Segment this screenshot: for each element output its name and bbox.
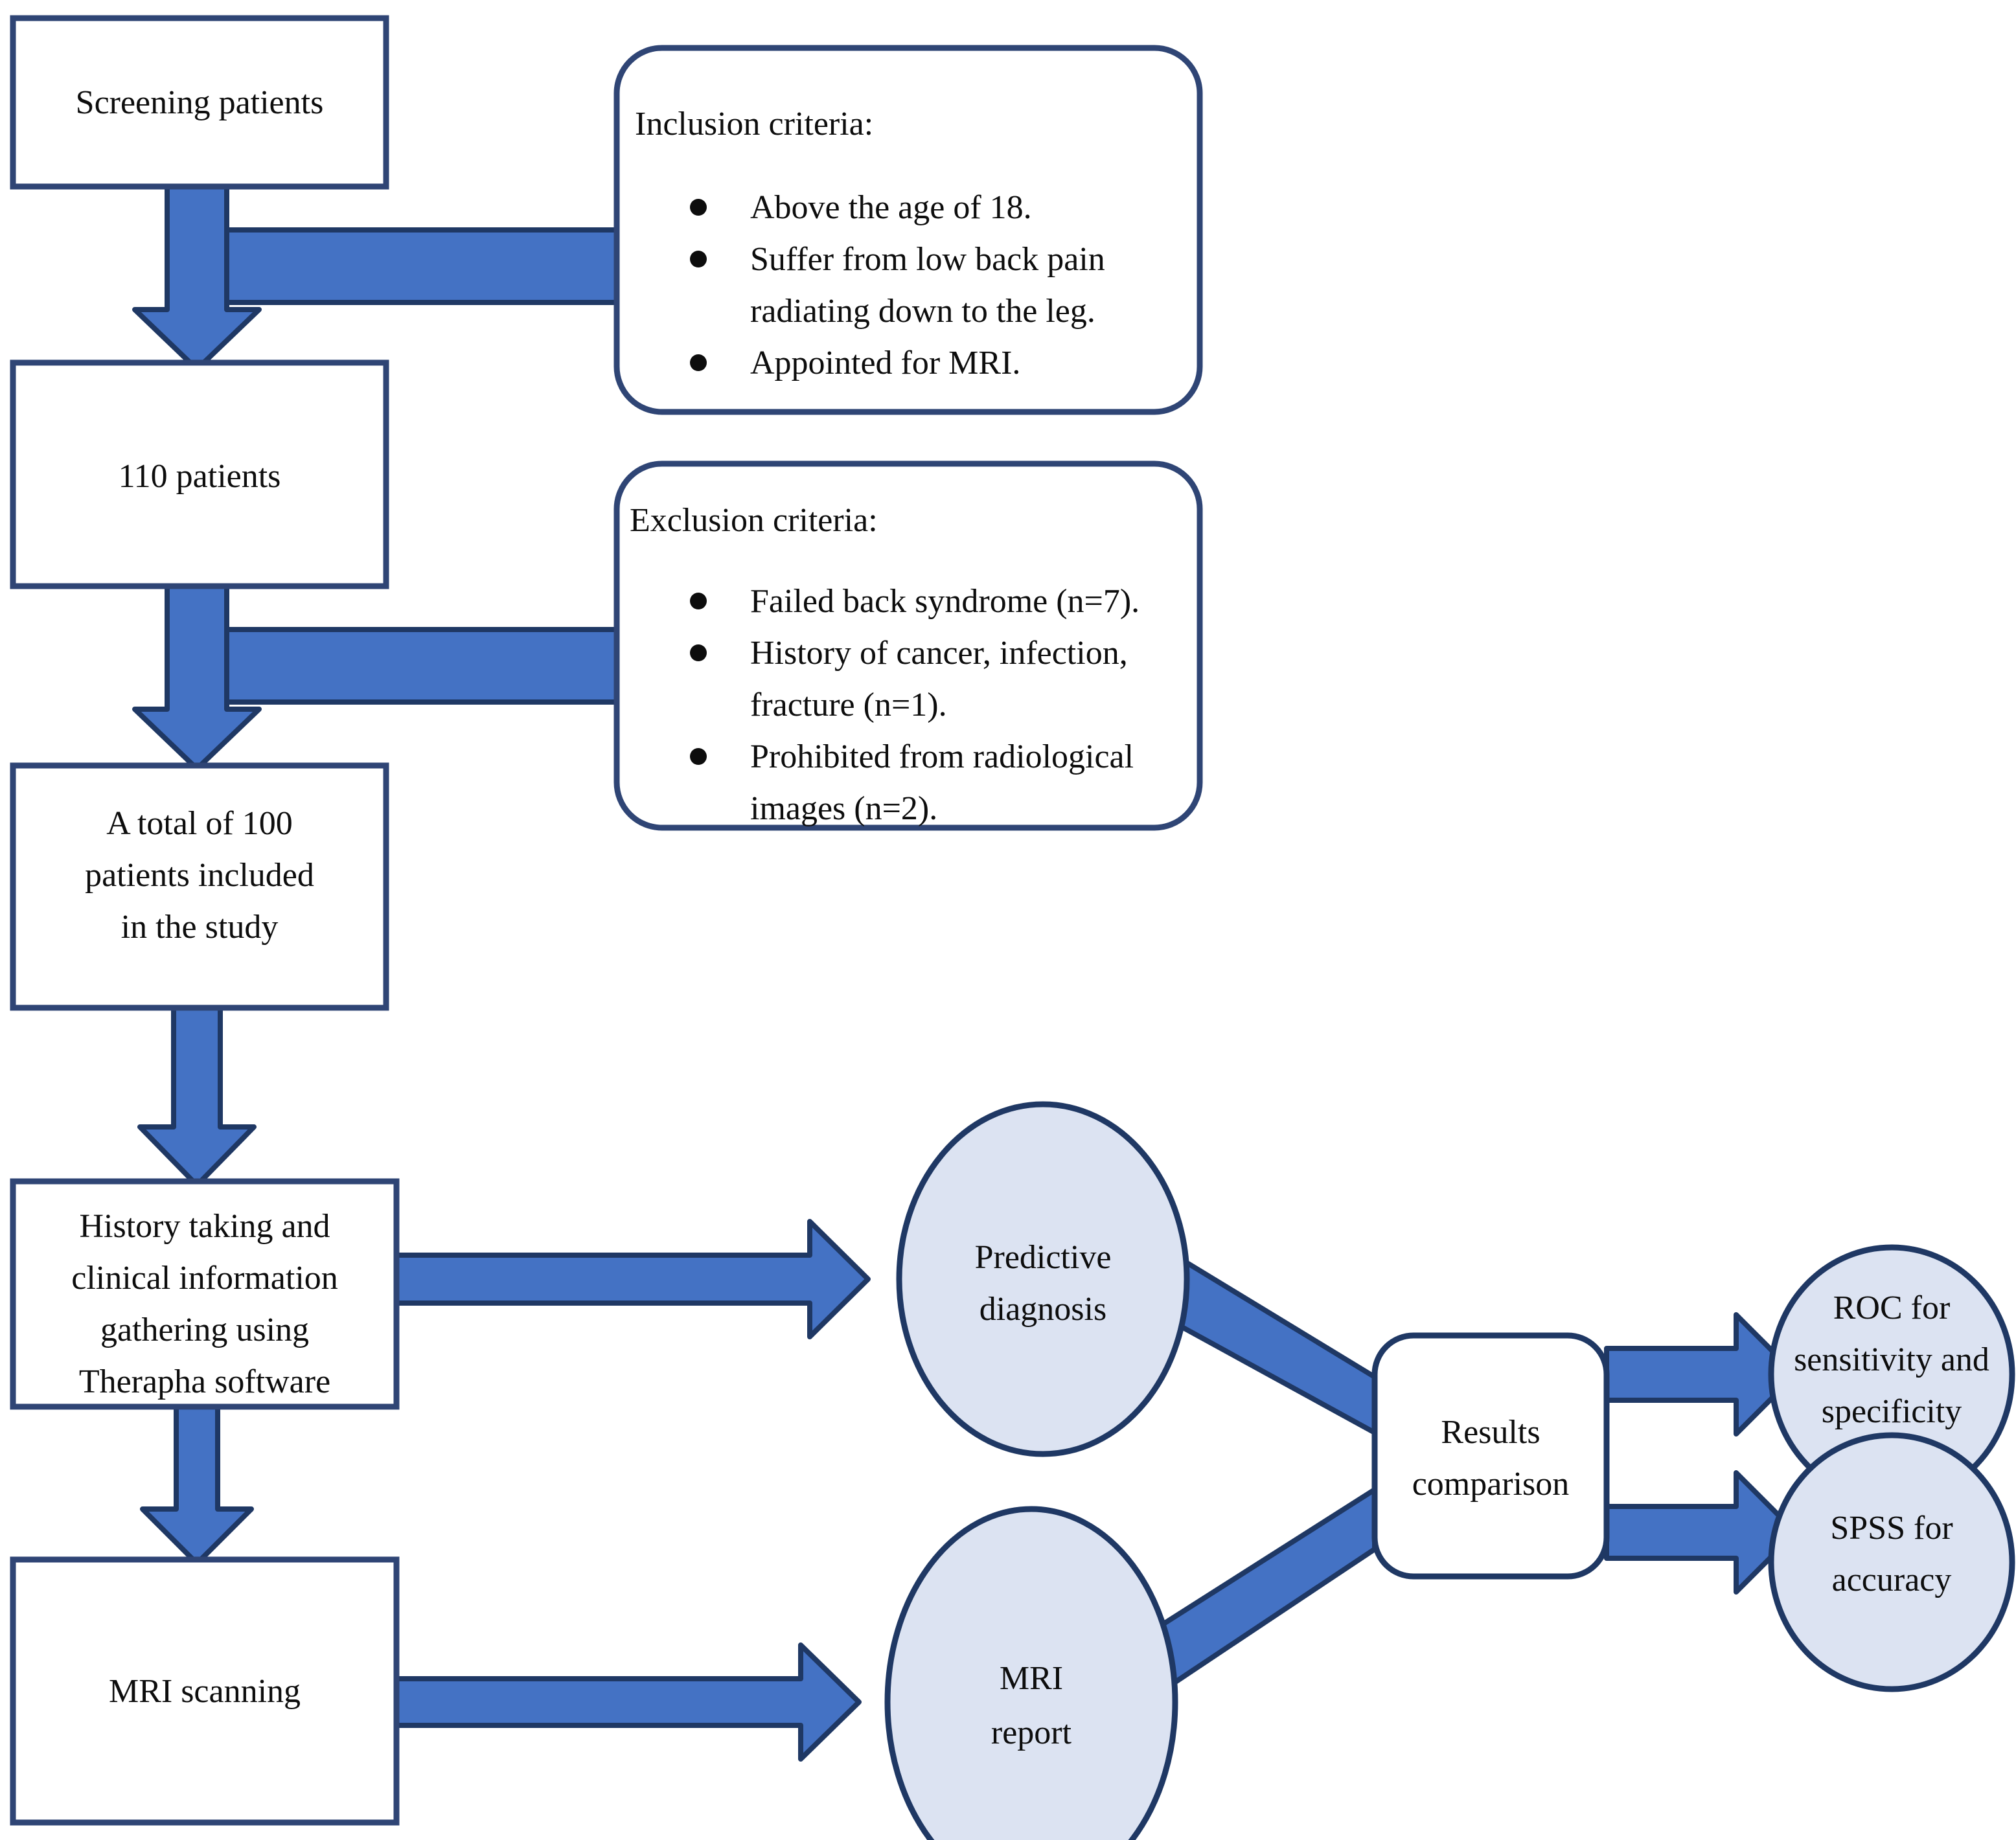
predictive-diagnosis-line-1: Predictive	[975, 1239, 1112, 1276]
inclusion-item-1-line-1: Above the age of 18.	[750, 189, 1032, 226]
node-history-taking[interactable]: History taking and clinical information …	[10, 1178, 400, 1410]
inclusion-bullet-2-icon	[690, 251, 707, 267]
exclusion-item-3-line-1: Prohibited from radiological	[750, 738, 1134, 775]
callout-exclusion-criteria[interactable]: Exclusion criteria: Failed back syndrome…	[613, 460, 1203, 831]
connector-results-to-spss	[1604, 1470, 1798, 1595]
mri-report-line-2: report	[991, 1714, 1072, 1751]
node-110-patients[interactable]: 110 patients	[10, 359, 389, 589]
mri-report-line-1: MRI	[1000, 1660, 1063, 1697]
connector-predictive-to-results	[1157, 1258, 1377, 1435]
results-comparison-line-1: Results	[1441, 1414, 1540, 1451]
exclusion-bullet-3-icon	[690, 748, 707, 765]
exclusion-item-3-line-2: images (n=2).	[750, 790, 937, 827]
exclusion-item-2-line-1: History of cancer, infection,	[750, 635, 1128, 672]
connector-mri-report-to-results	[1148, 1487, 1377, 1687]
roc-line-3: specificity	[1822, 1393, 1962, 1430]
total-100-line-3: in the study	[121, 909, 279, 946]
inclusion-criteria-title: Inclusion criteria:	[635, 106, 873, 142]
node-mri-scanning[interactable]: MRI scanning	[10, 1556, 400, 1826]
node-screening-patients[interactable]: Screening patients	[10, 15, 389, 190]
connector-inclusion-to-screening-flow	[211, 227, 624, 305]
inclusion-item-2-line-2: radiating down to the leg.	[750, 293, 1095, 330]
connector-exclusion-to-110-flow	[211, 627, 624, 705]
exclusion-bullet-1-icon	[690, 593, 707, 609]
history-taking-line-4: Therapha software	[79, 1363, 330, 1400]
exclusion-item-1-line-1: Failed back syndrome (n=7).	[750, 583, 1140, 620]
roc-line-1: ROC for	[1833, 1289, 1951, 1326]
screening-patients-label: Screening patients	[76, 84, 324, 121]
spss-line-2: accuracy	[1832, 1562, 1952, 1598]
exclusion-bullet-2-icon	[690, 644, 707, 661]
node-mri-report[interactable]: MRI report	[884, 1506, 1178, 1840]
connector-history-to-mri-scanning	[140, 1404, 254, 1566]
connector-total100-to-history	[137, 1005, 257, 1188]
node-predictive-diagnosis[interactable]: Predictive diagnosis	[896, 1101, 1190, 1457]
node-total-100-patients[interactable]: A total of 100 patients included in the …	[10, 762, 389, 1011]
predictive-diagnosis-line-2: diagnosis	[979, 1291, 1106, 1328]
inclusion-bullet-1-icon	[690, 199, 707, 216]
total-100-line-1: A total of 100	[106, 805, 292, 842]
mri-scanning-label: MRI scanning	[109, 1673, 301, 1710]
patients-110-label: 110 patients	[119, 458, 281, 495]
connector-history-to-predictive	[394, 1219, 871, 1339]
history-taking-line-3: gathering using	[100, 1312, 309, 1348]
node-spss-accuracy[interactable]: SPSS for accuracy	[1768, 1432, 2015, 1692]
results-comparison-line-2: comparison	[1412, 1466, 1570, 1503]
exclusion-item-2-line-2: fracture (n=1).	[750, 687, 947, 723]
connector-results-to-roc	[1604, 1312, 1798, 1437]
node-roc-sensitivity-specificity[interactable]: ROC for sensitivity and specificity	[1768, 1244, 2015, 1505]
connector-screening-to-110	[132, 184, 262, 372]
connector-110-to-total100	[132, 584, 262, 771]
history-taking-line-2: clinical information	[71, 1260, 338, 1297]
inclusion-item-3-line-1: Appointed for MRI.	[750, 345, 1020, 381]
exclusion-criteria-title: Exclusion criteria:	[630, 502, 878, 539]
roc-line-2: sensitivity and	[1794, 1341, 1989, 1378]
callout-inclusion-criteria[interactable]: Inclusion criteria: Above the age of 18.…	[613, 45, 1203, 415]
node-results-comparison[interactable]: Results comparison	[1371, 1332, 1610, 1580]
total-100-line-2: patients included	[85, 857, 314, 894]
history-taking-line-1: History taking and	[79, 1208, 330, 1245]
spss-line-1: SPSS for	[1830, 1510, 1953, 1547]
connector-mri-scanning-to-mri-report	[394, 1642, 862, 1762]
inclusion-bullet-3-icon	[690, 354, 707, 371]
inclusion-item-2-line-1: Suffer from low back pain	[750, 241, 1105, 278]
